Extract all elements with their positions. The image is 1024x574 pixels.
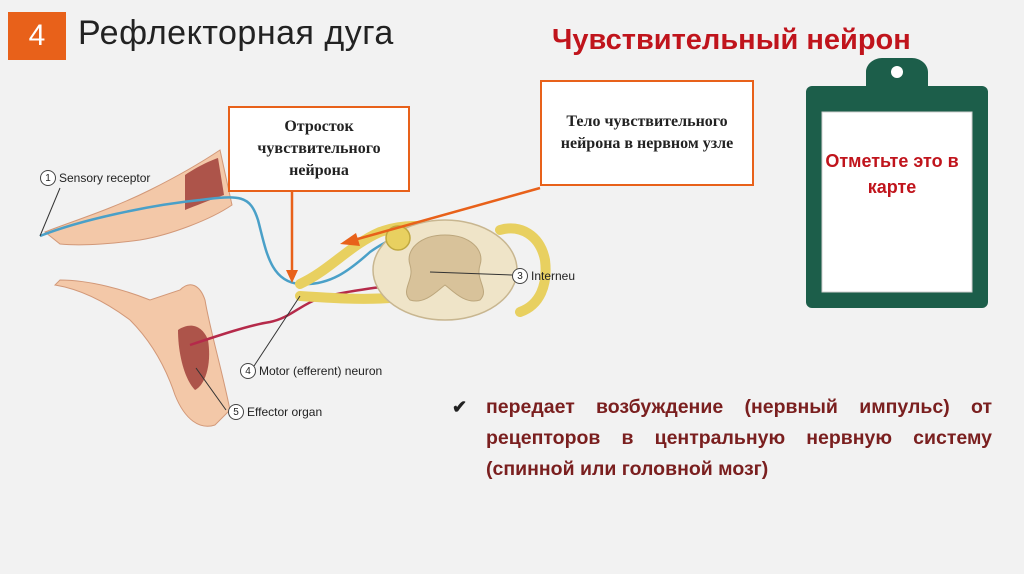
label-sensory-receptor: 1 Sensory receptor (40, 170, 150, 186)
sensory-ganglion (385, 225, 411, 251)
label-motor-neuron: 4 Motor (efferent) neuron (240, 363, 382, 379)
motor-pointer (253, 295, 301, 367)
label-effector-organ: 5 Effector organ (228, 404, 322, 420)
label-text: Effector organ (247, 405, 323, 419)
slide-number-badge: 4 (8, 12, 66, 60)
label-number: 3 (512, 268, 528, 284)
label-number: 4 (240, 363, 256, 379)
clipboard-note: Отметьте это в карте (825, 151, 959, 197)
gray-matter (405, 234, 485, 302)
upper-arm-muscle (185, 158, 224, 210)
bullet-text: передает возбуждение (нервный импульс) о… (486, 396, 992, 480)
effector-pointer (195, 367, 227, 411)
label-text: Sensory receptor (59, 171, 151, 185)
slide-title: Рефлекторная дуга (78, 14, 394, 52)
clipboard-clip (844, 58, 950, 108)
label-number: 1 (40, 170, 56, 186)
right-roots (495, 223, 551, 317)
sensory-nerve (39, 196, 421, 286)
label-interneuron: 3 Interneu (512, 268, 575, 284)
checkmark-icon: ✔ (452, 397, 468, 417)
clipboard-clip-hole (891, 66, 903, 78)
section-title: Чувствительный нейрон (552, 24, 911, 56)
callout-sensory-body: Тело чувствительного нейрона в нервном у… (540, 80, 754, 186)
clipboard-paper (821, 111, 973, 293)
callout-sensory-process: Отросток чувствительного нейрона (228, 106, 410, 192)
upper-arm-illustration (44, 149, 233, 246)
interneuron-pointer (429, 271, 513, 276)
label-number: 5 (228, 404, 244, 420)
receptor-pointer (39, 187, 61, 237)
bullet-item: ✔ передает возбуждение (нервный импульс)… (452, 392, 992, 485)
label-text: Interneu (531, 269, 576, 283)
motor-nerve (189, 280, 411, 347)
label-text: Motor (efferent) neuron (259, 364, 383, 378)
body-callout-arrow (353, 186, 541, 242)
